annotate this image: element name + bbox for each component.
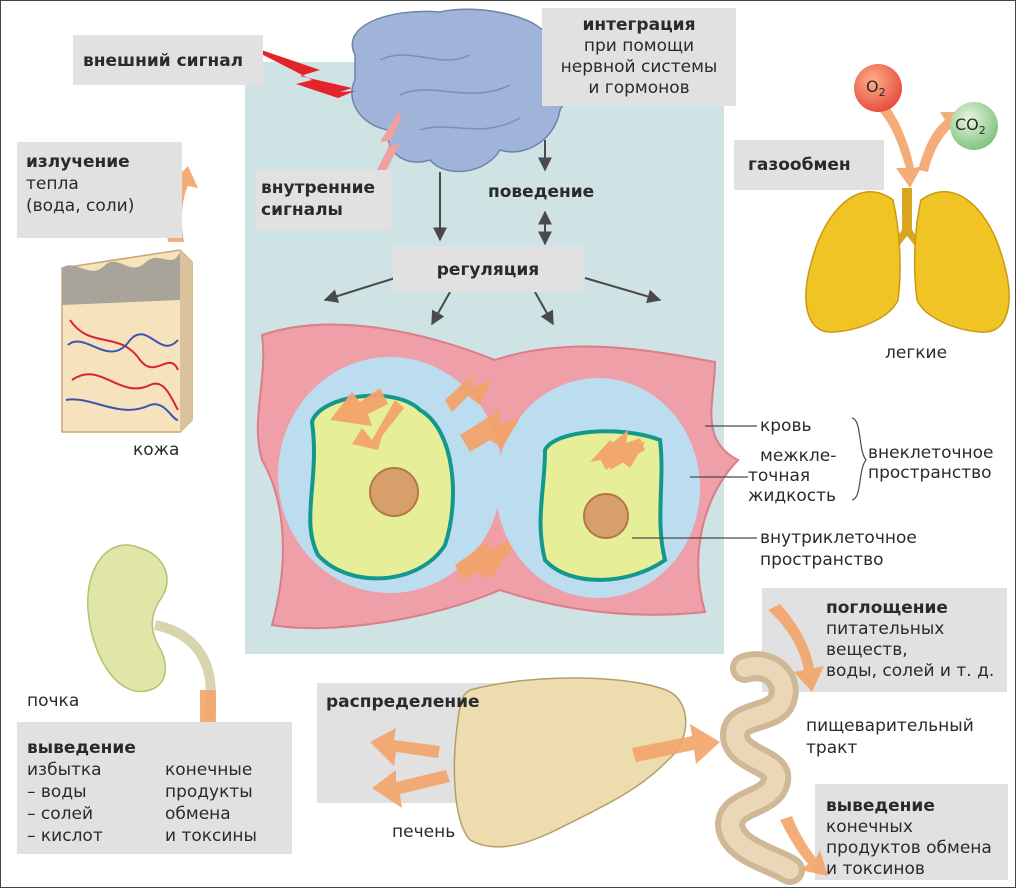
digestive-tract-line-1: пищеварительный	[806, 716, 974, 736]
extracellular-line-2: пространство	[868, 463, 992, 483]
extracellular-brace	[852, 418, 866, 500]
excretion-kidney-item-1: – воды	[27, 782, 87, 802]
excretion-gut-line-3: и токсинов	[826, 859, 925, 879]
end-products-line-1: конечные	[165, 760, 252, 780]
behavior-label: поведение	[488, 182, 594, 202]
kidney-illustration	[88, 545, 211, 722]
co2-base: CO	[955, 115, 979, 134]
regulation-arrow-midright	[535, 292, 553, 324]
extracellular-line-1: внеклеточное	[868, 443, 994, 463]
absorption-title: поглощение	[826, 598, 948, 618]
external-signal-label: внешний сигнал	[83, 51, 243, 71]
o2-sub: 2	[879, 86, 886, 99]
o2-label: O2	[866, 77, 886, 103]
excretion-kidney-item-2: – солей	[27, 804, 93, 824]
radiation-line-2: (вода, соли)	[26, 196, 134, 216]
integration-line-3: и гормонов	[542, 78, 736, 98]
blood-label: кровь	[760, 416, 812, 436]
end-products-line-4: и токсины	[165, 826, 257, 846]
skin-illustration	[62, 250, 192, 432]
lungs-label: легкие	[885, 343, 947, 363]
intracellular-line-1: внутриклеточное	[760, 528, 917, 548]
excretion-gut-line-2: продуктов обмена	[826, 838, 992, 858]
absorption-line-3: воды, солей и т. д.	[826, 661, 994, 681]
interstitial-line-3: жидкость	[748, 486, 836, 506]
excretion-gut-line-1: конечных	[826, 817, 913, 837]
regulation-label: регуляция	[393, 260, 583, 280]
integration-title: интеграция	[542, 15, 736, 35]
intracellular-line-2: пространство	[760, 550, 884, 570]
radiation-title: излучение	[26, 152, 130, 172]
o2-arrow	[880, 108, 922, 188]
end-products-line-3: обмена	[165, 804, 231, 824]
excretion-kidney-item-3: – кислот	[27, 826, 103, 846]
end-products-line-2: продукты	[165, 782, 253, 802]
co2-sub: 2	[979, 124, 986, 137]
co2-label: CO2	[955, 115, 986, 141]
excretion-gut-title: выведение	[826, 796, 935, 816]
liver-label: печень	[392, 822, 455, 842]
regulation-arrow-right	[585, 278, 660, 300]
digestive-tract-line-2: тракт	[806, 738, 857, 758]
liver-illustration	[454, 678, 685, 847]
interstitial-line-2: точная	[748, 466, 810, 486]
integration-line-1: при помощи	[542, 36, 736, 56]
absorption-line-1: питательных	[826, 619, 944, 639]
integration-line-2: нервной системы	[542, 57, 736, 77]
internal-signals-line-1: внутренние	[261, 178, 375, 198]
excretion-kidney-excess: избытка	[27, 760, 102, 780]
regulation-arrow-midleft	[432, 292, 450, 324]
regulation-arrow-left	[325, 278, 395, 300]
digestive-tract-illustration	[730, 666, 790, 870]
cells-illustration	[258, 325, 738, 629]
radiation-line-1: тепла	[26, 174, 79, 194]
distribution-arrows	[370, 728, 450, 808]
kidney-label: почка	[27, 691, 79, 711]
lungs-illustration	[806, 188, 1009, 332]
distribution-label: распределение	[326, 692, 480, 712]
internal-signals-line-2: сигналы	[261, 200, 343, 220]
gas-exchange-label: газообмен	[748, 155, 851, 175]
skin-label: кожа	[133, 440, 179, 460]
brain-illustration	[352, 9, 568, 171]
absorption-line-2: веществ,	[826, 640, 908, 660]
interstitial-line-1: межкле-	[760, 446, 836, 466]
o2-base: O	[866, 77, 879, 96]
excretion-kidney-title: выведение	[27, 738, 136, 758]
